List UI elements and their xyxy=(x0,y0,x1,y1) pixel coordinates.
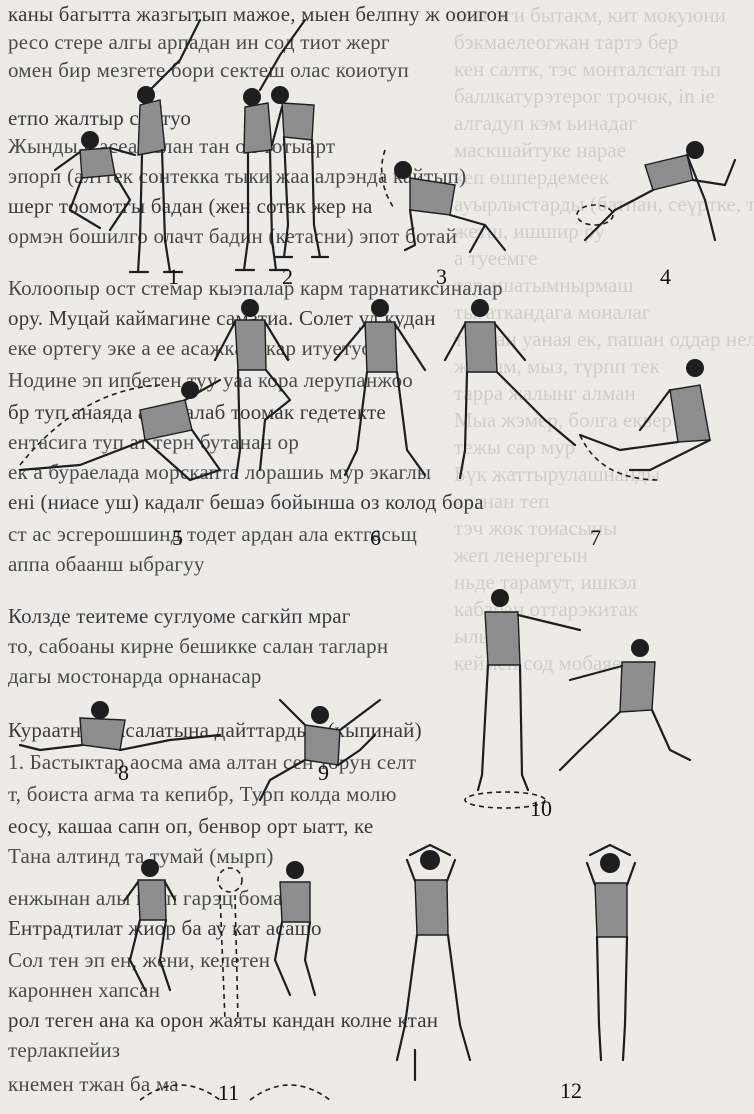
figure-8-lying xyxy=(20,701,220,750)
figure-2-standing xyxy=(236,20,305,270)
figure-number-1: 1 xyxy=(168,264,179,290)
figure-11-jump xyxy=(125,859,330,1100)
figure-12-rise xyxy=(587,845,635,1060)
figure-number-7: 7 xyxy=(590,525,601,551)
figure-1-standing xyxy=(130,20,200,272)
figure-1-kneeling xyxy=(55,131,135,230)
figure-number-4: 4 xyxy=(660,264,671,290)
figure-number-3: 3 xyxy=(436,264,447,290)
figure-10-standing xyxy=(465,589,580,808)
figure-number-8: 8 xyxy=(118,760,129,786)
figure-6-arms xyxy=(335,299,425,475)
figure-number-11: 11 xyxy=(218,1080,239,1106)
figure-number-5: 5 xyxy=(172,525,183,551)
figure-12-standing xyxy=(397,845,470,1080)
figure-3-kneeling xyxy=(382,150,505,252)
figure-number-10: 10 xyxy=(530,796,552,822)
figure-7-seated xyxy=(580,359,710,480)
figure-number-2: 2 xyxy=(282,264,293,290)
figure-2-bend xyxy=(271,86,328,257)
figure-number-9: 9 xyxy=(318,760,329,786)
figure-number-6: 6 xyxy=(370,525,381,551)
figure-10-lunge xyxy=(560,639,690,770)
figure-number-12: 12 xyxy=(560,1078,582,1104)
figure-4-lunge xyxy=(577,141,735,240)
figure-6-knee xyxy=(215,299,290,478)
figure-5-lying xyxy=(20,380,220,480)
figure-6-leg xyxy=(445,299,575,478)
